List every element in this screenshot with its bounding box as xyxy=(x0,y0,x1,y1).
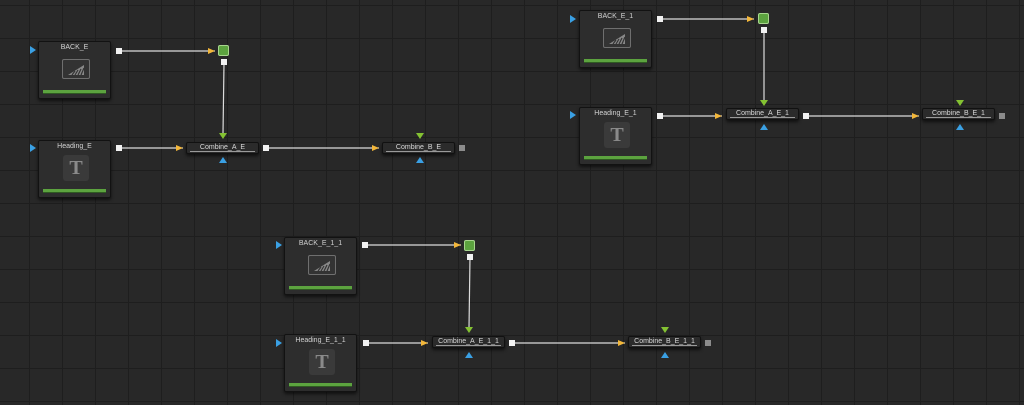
mask-input-icon[interactable] xyxy=(956,100,964,106)
output-port[interactable] xyxy=(761,27,767,33)
wire-merge-to-combine-a xyxy=(468,256,471,329)
input-arrow-icon[interactable] xyxy=(661,352,669,358)
mask-input-icon[interactable] xyxy=(416,133,424,139)
output-port[interactable] xyxy=(221,59,227,65)
combine-b-node[interactable]: Combine_B_E xyxy=(382,142,455,154)
output-port[interactable] xyxy=(657,113,663,119)
image-icon xyxy=(603,28,631,48)
background-node[interactable]: BACK_E_1 xyxy=(579,10,652,68)
image-icon xyxy=(308,255,336,275)
background-node[interactable]: BACK_E_1_1 xyxy=(284,237,357,295)
input-arrow-icon[interactable] xyxy=(760,124,768,130)
text-tool-icon: T xyxy=(309,349,335,375)
image-icon xyxy=(62,59,90,79)
node-label: Combine_B_E xyxy=(395,144,442,151)
input-arrow-icon[interactable] xyxy=(416,157,424,163)
input-arrow-icon[interactable] xyxy=(570,15,576,23)
text-node[interactable]: Heading_E_1_1 T xyxy=(284,334,357,392)
node-underline xyxy=(386,151,451,152)
text-node[interactable]: Heading_E_1 T xyxy=(579,107,652,165)
input-arrow-icon[interactable] xyxy=(30,46,36,54)
node-label: Combine_A_E_1_1 xyxy=(438,338,499,345)
combine-a-node[interactable]: Combine_A_E_1_1 xyxy=(432,336,505,348)
output-port[interactable] xyxy=(705,340,711,346)
combine-a-node[interactable]: Combine_A_E xyxy=(186,142,259,154)
combine-b-node[interactable]: Combine_B_E_1_1 xyxy=(628,336,701,348)
merge-node[interactable] xyxy=(218,45,229,56)
background-node[interactable]: BACK_E xyxy=(38,41,111,99)
node-underline xyxy=(632,345,697,346)
combine-a-node[interactable]: Combine_A_E_1 xyxy=(726,108,799,120)
node-label: BACK_E xyxy=(60,44,89,51)
text-tool-icon: T xyxy=(63,155,89,181)
input-arrow-icon[interactable] xyxy=(570,111,576,119)
node-underline xyxy=(926,117,991,118)
merge-node[interactable] xyxy=(464,240,475,251)
node-label: BACK_E_1 xyxy=(597,13,634,20)
output-port[interactable] xyxy=(363,340,369,346)
output-port[interactable] xyxy=(467,254,473,260)
output-port[interactable] xyxy=(263,145,269,151)
status-bar xyxy=(289,383,352,387)
node-label: Combine_B_E_1_1 xyxy=(634,338,695,345)
node-underline xyxy=(436,345,501,346)
input-arrow-icon[interactable] xyxy=(30,144,36,152)
status-bar xyxy=(43,189,106,193)
node-label: Combine_A_E_1 xyxy=(736,110,789,117)
output-port[interactable] xyxy=(657,16,663,22)
output-port[interactable] xyxy=(509,340,515,346)
output-port[interactable] xyxy=(362,242,368,248)
node-label: Heading_E_1 xyxy=(594,110,637,117)
text-tool-icon: T xyxy=(604,122,630,148)
output-port[interactable] xyxy=(999,113,1005,119)
node-label: BACK_E_1_1 xyxy=(298,240,343,247)
node-label: Heading_E_1_1 xyxy=(295,337,346,344)
output-port[interactable] xyxy=(803,113,809,119)
output-port[interactable] xyxy=(116,145,122,151)
node-label: Combine_B_E_1 xyxy=(932,110,985,117)
mask-input-icon[interactable] xyxy=(760,100,768,106)
output-port[interactable] xyxy=(116,48,122,54)
input-arrow-icon[interactable] xyxy=(465,352,473,358)
text-node[interactable]: Heading_E T xyxy=(38,140,111,198)
node-underline xyxy=(730,117,795,118)
node-label: Heading_E xyxy=(57,143,92,150)
merge-node[interactable] xyxy=(758,13,769,24)
mask-input-icon[interactable] xyxy=(219,133,227,139)
input-arrow-icon[interactable] xyxy=(276,241,282,249)
mask-input-icon[interactable] xyxy=(661,327,669,333)
node-label: Combine_A_E xyxy=(199,144,246,151)
status-bar xyxy=(584,59,647,63)
combine-b-node[interactable]: Combine_B_E_1 xyxy=(922,108,995,120)
wire-merge-to-combine-a xyxy=(222,62,225,135)
status-bar xyxy=(584,156,647,160)
output-port[interactable] xyxy=(459,145,465,151)
input-arrow-icon[interactable] xyxy=(219,157,227,163)
mask-input-icon[interactable] xyxy=(465,327,473,333)
input-arrow-icon[interactable] xyxy=(276,339,282,347)
node-underline xyxy=(190,151,255,152)
status-bar xyxy=(289,286,352,290)
input-arrow-icon[interactable] xyxy=(956,124,964,130)
status-bar xyxy=(43,90,106,94)
